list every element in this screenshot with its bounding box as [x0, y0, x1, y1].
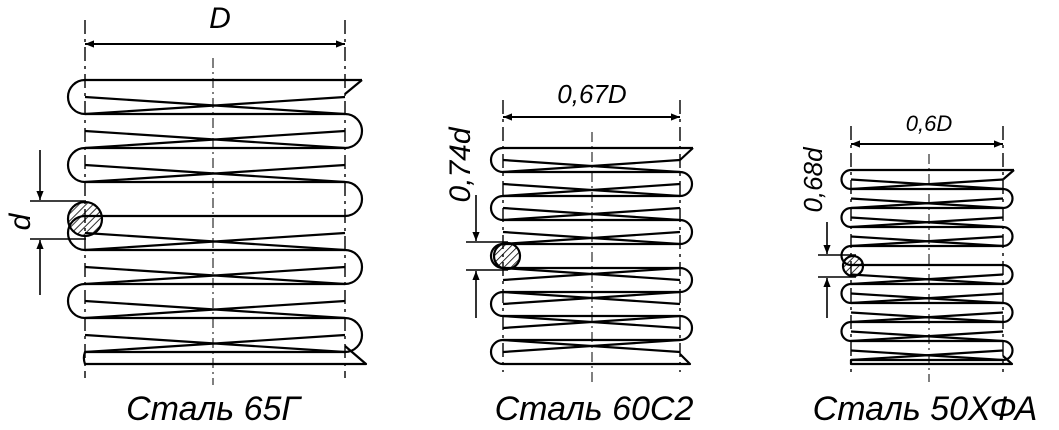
diameter-label: D [209, 2, 231, 35]
wire-cross-section [66, 200, 104, 238]
coil-profile [840, 168, 1015, 366]
coil-profile [489, 146, 694, 366]
wire-cross-section [841, 254, 865, 278]
diameter-label: 0,6D [906, 111, 953, 136]
wire-diameter-label: 0,74d [444, 126, 477, 202]
spring-50hfa: 0,6D [798, 111, 1038, 428]
spring-60s2: 0,67D 0,74d [444, 79, 694, 428]
spring-65g: D d Стал [4, 2, 368, 428]
diameter-label: 0,67D [557, 79, 626, 109]
steel-grade-caption: Сталь 60С2 [495, 390, 694, 425]
wire-dimension [818, 222, 856, 318]
wire-diameter-label: 0,68d [798, 146, 828, 213]
coil-profile [66, 78, 368, 366]
wire-dimension [30, 150, 86, 295]
steel-grade-caption: Сталь 65Г [126, 390, 302, 425]
wire-diameter-label: d [4, 212, 37, 230]
wire-dimension [466, 195, 508, 318]
wire-cross-section [492, 241, 522, 271]
steel-grade-caption: Сталь 50ХФА [813, 390, 1038, 425]
